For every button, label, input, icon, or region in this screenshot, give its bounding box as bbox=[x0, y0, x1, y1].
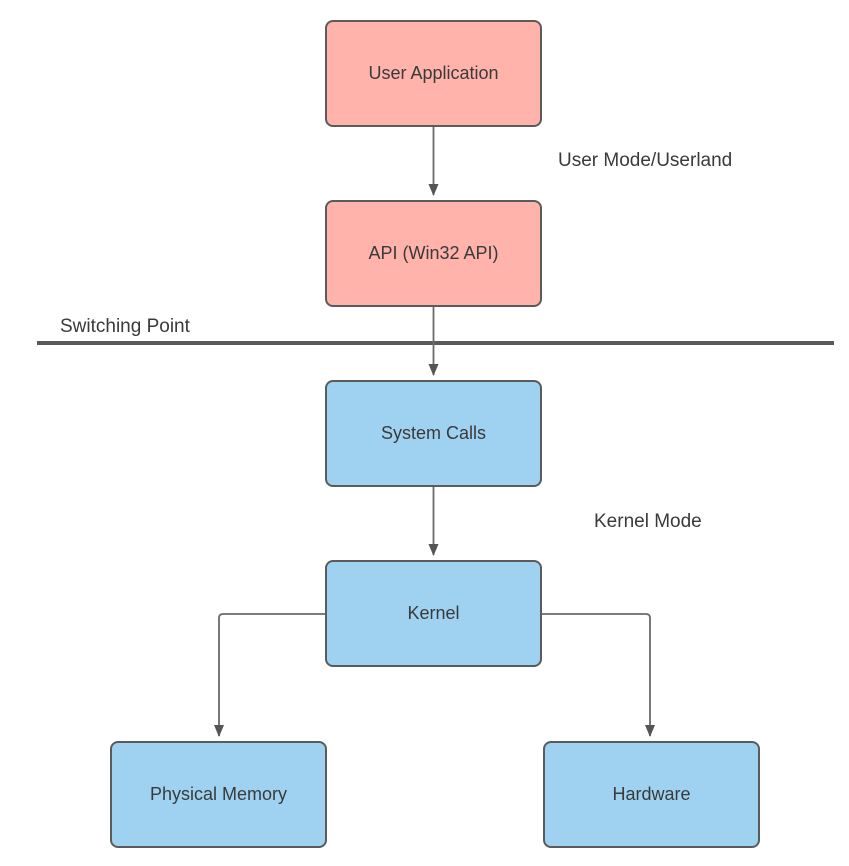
node-hardware-label: Hardware bbox=[612, 783, 691, 804]
annotation-user-mode: User Mode/Userland bbox=[558, 150, 733, 171]
node-physical-memory: Physical Memory bbox=[110, 741, 327, 848]
node-system-calls-label: System Calls bbox=[380, 422, 487, 443]
node-physical-memory-label: Physical Memory bbox=[149, 783, 288, 804]
node-api-label: API (Win32 API) bbox=[368, 242, 499, 263]
annotation-switching-point: Switching Point bbox=[60, 316, 190, 337]
edge-kernel-to-hardware bbox=[542, 613, 655, 737]
node-kernel: Kernel bbox=[325, 560, 542, 667]
node-kernel-label: Kernel bbox=[407, 602, 460, 623]
node-user-application: User Application bbox=[325, 20, 542, 127]
edge-kernel-to-physical-memory bbox=[214, 613, 325, 737]
node-hardware: Hardware bbox=[543, 741, 760, 848]
node-system-calls: System Calls bbox=[325, 380, 542, 487]
node-user-application-label: User Application bbox=[368, 62, 499, 83]
node-api: API (Win32 API) bbox=[325, 200, 542, 307]
annotation-kernel-mode: Kernel Mode bbox=[594, 511, 702, 532]
